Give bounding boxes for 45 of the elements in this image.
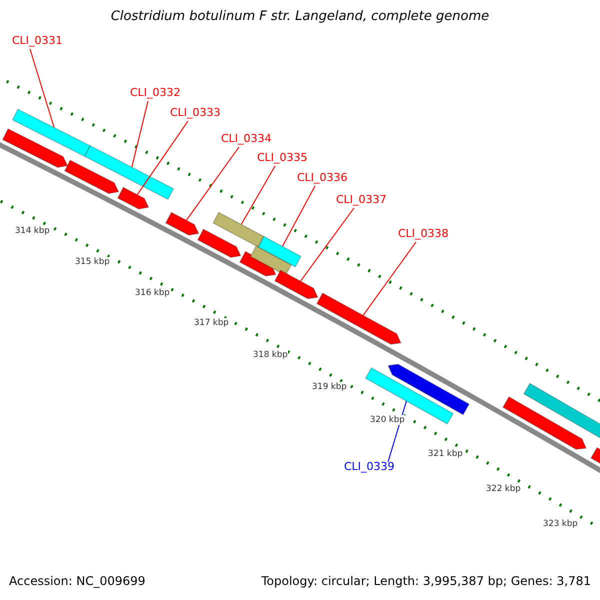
leader-line: [240, 166, 276, 225]
leader-line: [362, 242, 416, 316]
gene-block: [117, 186, 150, 210]
accession-text: Accession: NC_009699: [9, 574, 146, 588]
tick-label: 322 kbp: [486, 484, 521, 494]
gene-label: CLI_0334: [221, 132, 272, 145]
gene-label: CLI_0338: [398, 227, 449, 240]
gene-label: CLI_0332: [130, 86, 181, 99]
tick-label: 323 kbp: [543, 519, 578, 529]
gene-label: CLI_0335: [257, 151, 308, 164]
leader-line: [136, 120, 188, 196]
tick-label: 319 kbp: [312, 382, 347, 392]
gene-block: [2, 128, 68, 168]
leader-line: [186, 146, 240, 221]
tick-label: 321 kbp: [428, 449, 463, 459]
tick-label: 315 kbp: [75, 257, 110, 267]
gene-block: [364, 367, 454, 425]
gene-block: [502, 396, 587, 450]
gene-block: [165, 212, 200, 236]
gene-block: [258, 236, 302, 268]
gene-block: [64, 160, 120, 194]
leader-line: [131, 100, 148, 168]
tick-label: 317 kbp: [194, 318, 229, 328]
tick-label: 316 kbp: [135, 288, 170, 298]
gene-block: [387, 364, 470, 416]
gene-block: [212, 212, 265, 248]
gene-label: CLI_0336: [297, 171, 348, 184]
gene-block: [197, 228, 242, 258]
gene-block: [12, 108, 91, 158]
tick-label: 320 kbp: [370, 415, 405, 425]
gene-label: CLI_0331: [12, 34, 63, 47]
gene-label: CLI_0333: [170, 106, 221, 119]
gene-block: [84, 145, 174, 200]
genome-stats-text: Topology: circular; Length: 3,995,387 bp; Genes: 3,781: [261, 574, 591, 588]
gene-block: [274, 270, 318, 300]
gene-block: [316, 292, 402, 345]
gene-label: CLI_0337: [336, 193, 387, 206]
leader-line: [300, 208, 354, 282]
tick-label: 318 kbp: [253, 350, 288, 360]
tick-label: 314 kbp: [15, 226, 50, 236]
leader-line: [30, 48, 55, 128]
gene-label: CLI_0339: [344, 460, 395, 473]
gene-block: [523, 382, 600, 441]
leader-line: [282, 186, 316, 247]
map-title: Clostridium botulinum F str. Langeland, complete genome: [110, 9, 490, 24]
